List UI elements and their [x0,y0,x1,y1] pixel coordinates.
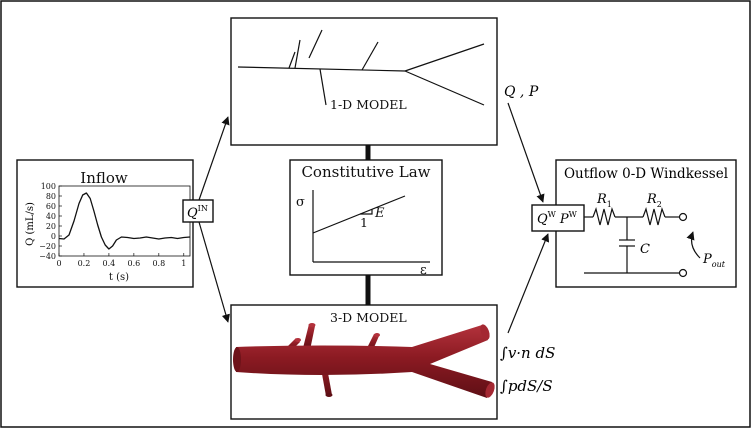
model-1d-title: 1-D MODEL [330,97,407,112]
arrow-to-3d [198,221,230,323]
outflow-box: Outflow 0-D Windkessel R1 R2 C Pout [555,159,737,288]
inflow-xtick-label: 0 [56,259,61,268]
inflow-ytick-label: 20 [46,222,56,231]
inflow-xlabel: t (s) [109,272,129,283]
pout-arrow [686,231,701,259]
p-w-base: P [559,212,569,227]
sigma-label: σ [296,195,305,210]
slope-e-label: E [374,206,385,221]
inflow-xtick-label: 0.4 [103,259,116,268]
inflow-xtick-label: 1 [181,259,186,268]
inflow-ytick-label: 80 [46,192,56,201]
inflow-title: Inflow [80,169,128,187]
inflow-ytick-label: −20 [39,242,56,251]
pout-sub: out [712,260,726,269]
r1-resistor [592,206,616,226]
inflow-ytick-label: 60 [46,202,56,211]
inflow-ylabel: Q (mL/s) [25,202,36,246]
inflow-waveform-line [58,192,191,250]
vessel-tree-1d [237,29,485,106]
svg-text:R2: R2 [646,192,662,209]
qp-label: Q , P [504,84,539,100]
pressure-integral-label: ∫pdS/S [500,377,553,395]
q-w-base: Q [537,212,548,227]
r2-resistor [642,206,666,226]
c-label: C [640,242,650,257]
outflow-title: Outflow 0-D Windkessel [564,166,728,182]
stress-strain-line [312,195,406,234]
terminal-top [678,212,688,222]
r1-label: R [596,192,607,207]
inflow-ytick-label: 100 [41,182,56,191]
unit-one-label: 1 [360,215,368,230]
inflow-ytick-label: 40 [46,212,56,221]
inflow-xtick-label: 0.2 [78,259,91,268]
inflow-ytick-label: −40 [39,252,56,261]
svg-text:Pout: Pout [702,252,726,269]
model-1d-box: 1-D MODEL [230,17,498,146]
svg-text:QIN: QIN [187,204,208,221]
q-in-base: Q [187,206,198,221]
inflow-xtick-label: 0.8 [152,259,165,268]
r2-sub: 2 [657,200,662,209]
terminal-bottom [678,268,688,278]
q-in-box: QIN [182,199,214,223]
slope-triangle [360,209,373,215]
svg-text:R1: R1 [596,192,612,209]
q-in-sup: IN [198,204,208,213]
vessel-3d [233,323,495,398]
inflow-xtick-label: 0.6 [127,259,140,268]
r1-sub: 1 [607,200,612,209]
epsilon-label: ε [420,263,427,278]
constitutive-law-box: Constitutive Law σ ε E 1 [289,159,443,278]
r2-label: R [646,192,657,207]
arrow-from-1d [507,102,545,203]
arrow-to-1d [198,116,230,201]
flux-integral-label: ∫v·n dS [500,344,555,362]
windkessel-circuit [584,206,701,278]
model-3d-title: 3-D MODEL [330,310,407,325]
inflow-ytick-label: 0 [51,232,56,241]
constitutive-title: Constitutive Law [301,163,430,181]
q-w-sup: W [548,210,557,219]
p-w-sup: W [569,210,578,219]
pout-label: P [702,252,712,267]
arrow-from-3d [507,233,550,334]
model-3d-box: 3-D MODEL [230,304,498,420]
